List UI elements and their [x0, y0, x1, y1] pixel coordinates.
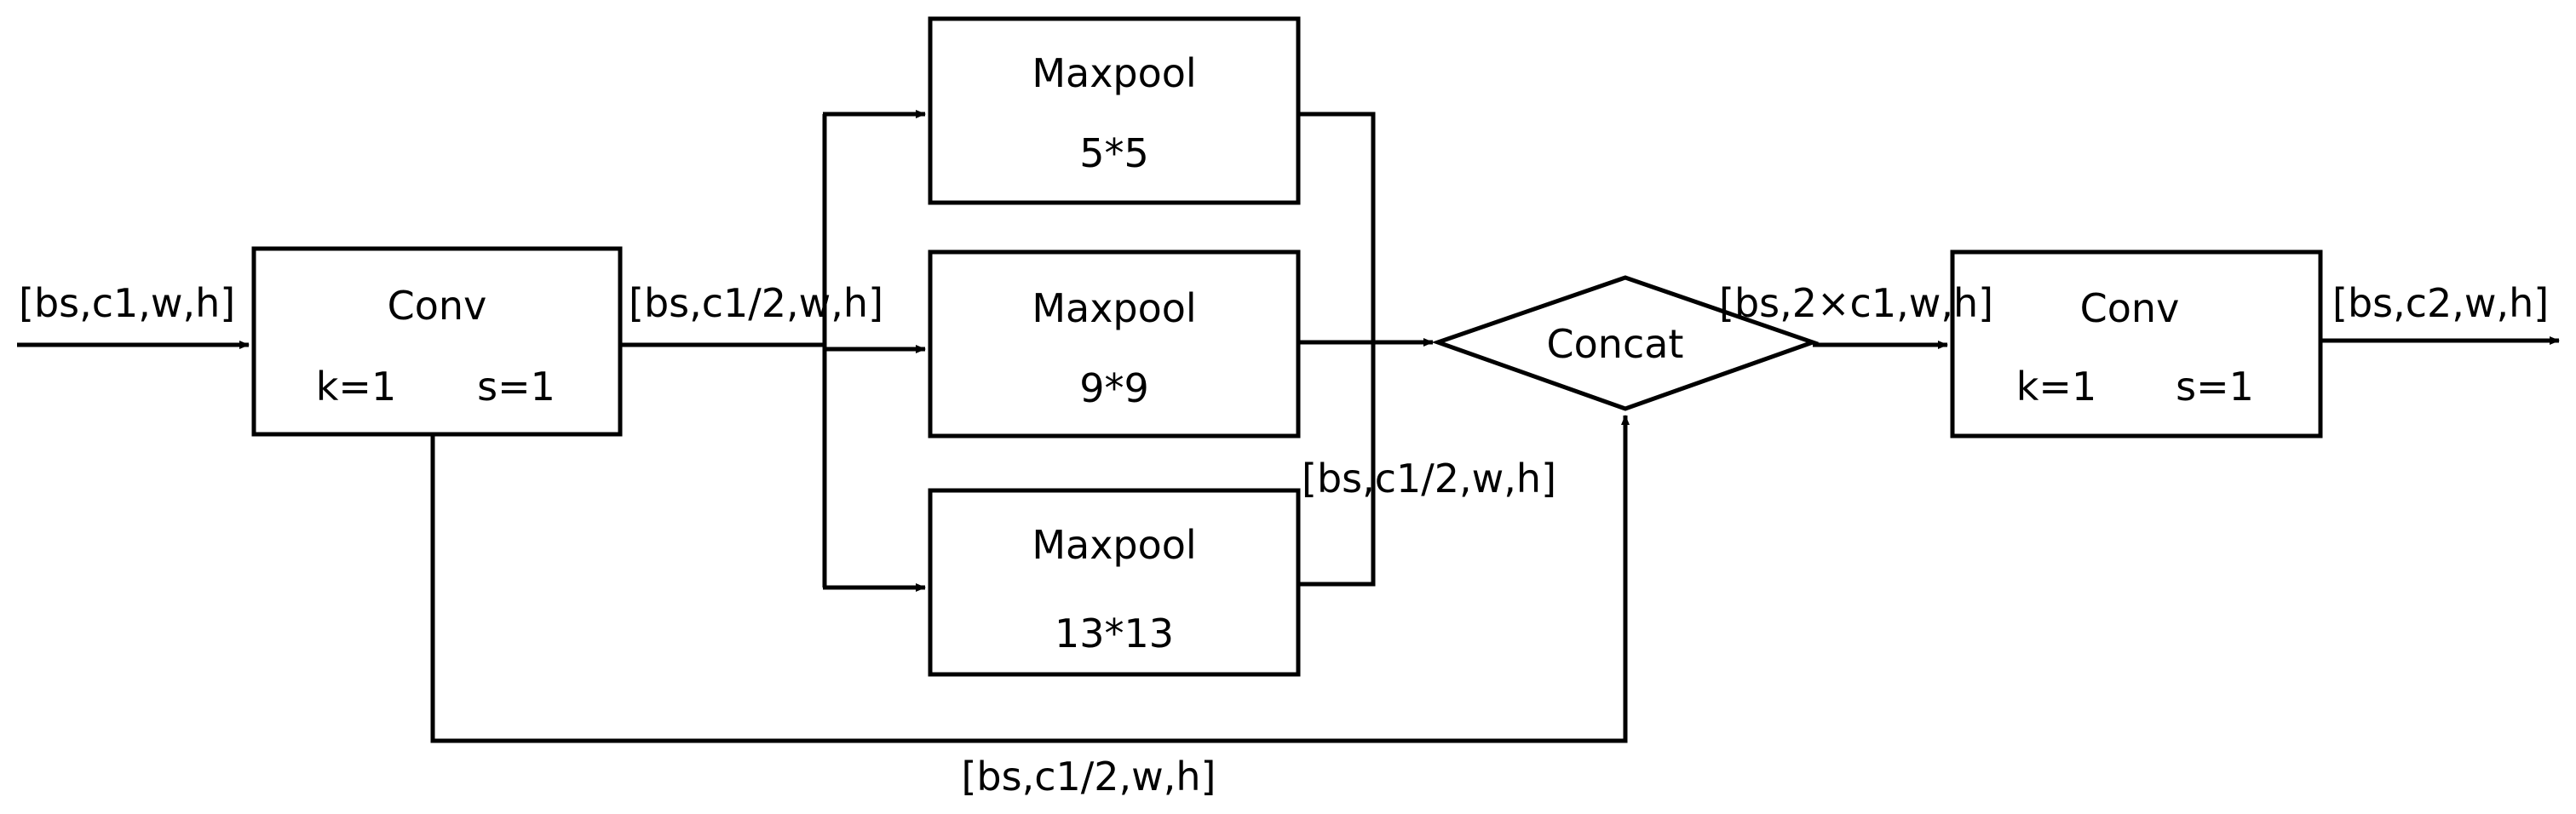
- maxpool-1-size: 5*5: [1079, 130, 1149, 176]
- conv-in-stride: s=1: [477, 364, 555, 410]
- conv-in-kernel: k=1: [316, 364, 396, 410]
- conv-out-shape-label: [bs,c1/2,w,h]: [629, 280, 883, 326]
- conv-out-kernel: k=1: [2016, 364, 2096, 410]
- maxpool-3-size: 13*13: [1055, 610, 1174, 656]
- conv-in-box: [251, 246, 623, 437]
- conv-out-title: Conv: [2080, 285, 2180, 331]
- input-shape-label: [bs,c1,w,h]: [19, 280, 235, 326]
- output-shape-label: [bs,c2,w,h]: [2332, 280, 2549, 326]
- skip-connection-line: [430, 415, 1630, 743]
- pool-top-out-line: [1298, 112, 1376, 342]
- conv-out-stride: s=1: [2176, 364, 2254, 410]
- skip-shape-label: [bs,c1/2,w,h]: [961, 754, 1216, 800]
- concat-title: Concat: [1547, 321, 1684, 367]
- maxpool-3-title: Maxpool: [1032, 522, 1196, 568]
- maxpool-2-title: Maxpool: [1032, 285, 1196, 331]
- pool-out-shape-label: [bs,c1/2,w,h]: [1302, 456, 1556, 502]
- concat-out-shape-label: [bs,2×c1,w,h]: [1719, 280, 1993, 326]
- maxpool-box-1: [928, 16, 1301, 205]
- maxpool-1-title: Maxpool: [1032, 50, 1196, 96]
- concat-diamond: [1431, 275, 1820, 411]
- conv-in-title: Conv: [388, 283, 487, 329]
- maxpool-2-size: 9*9: [1079, 365, 1149, 411]
- pool-bottom-out-line: [1298, 342, 1376, 587]
- conv-out-box: [1950, 249, 2323, 439]
